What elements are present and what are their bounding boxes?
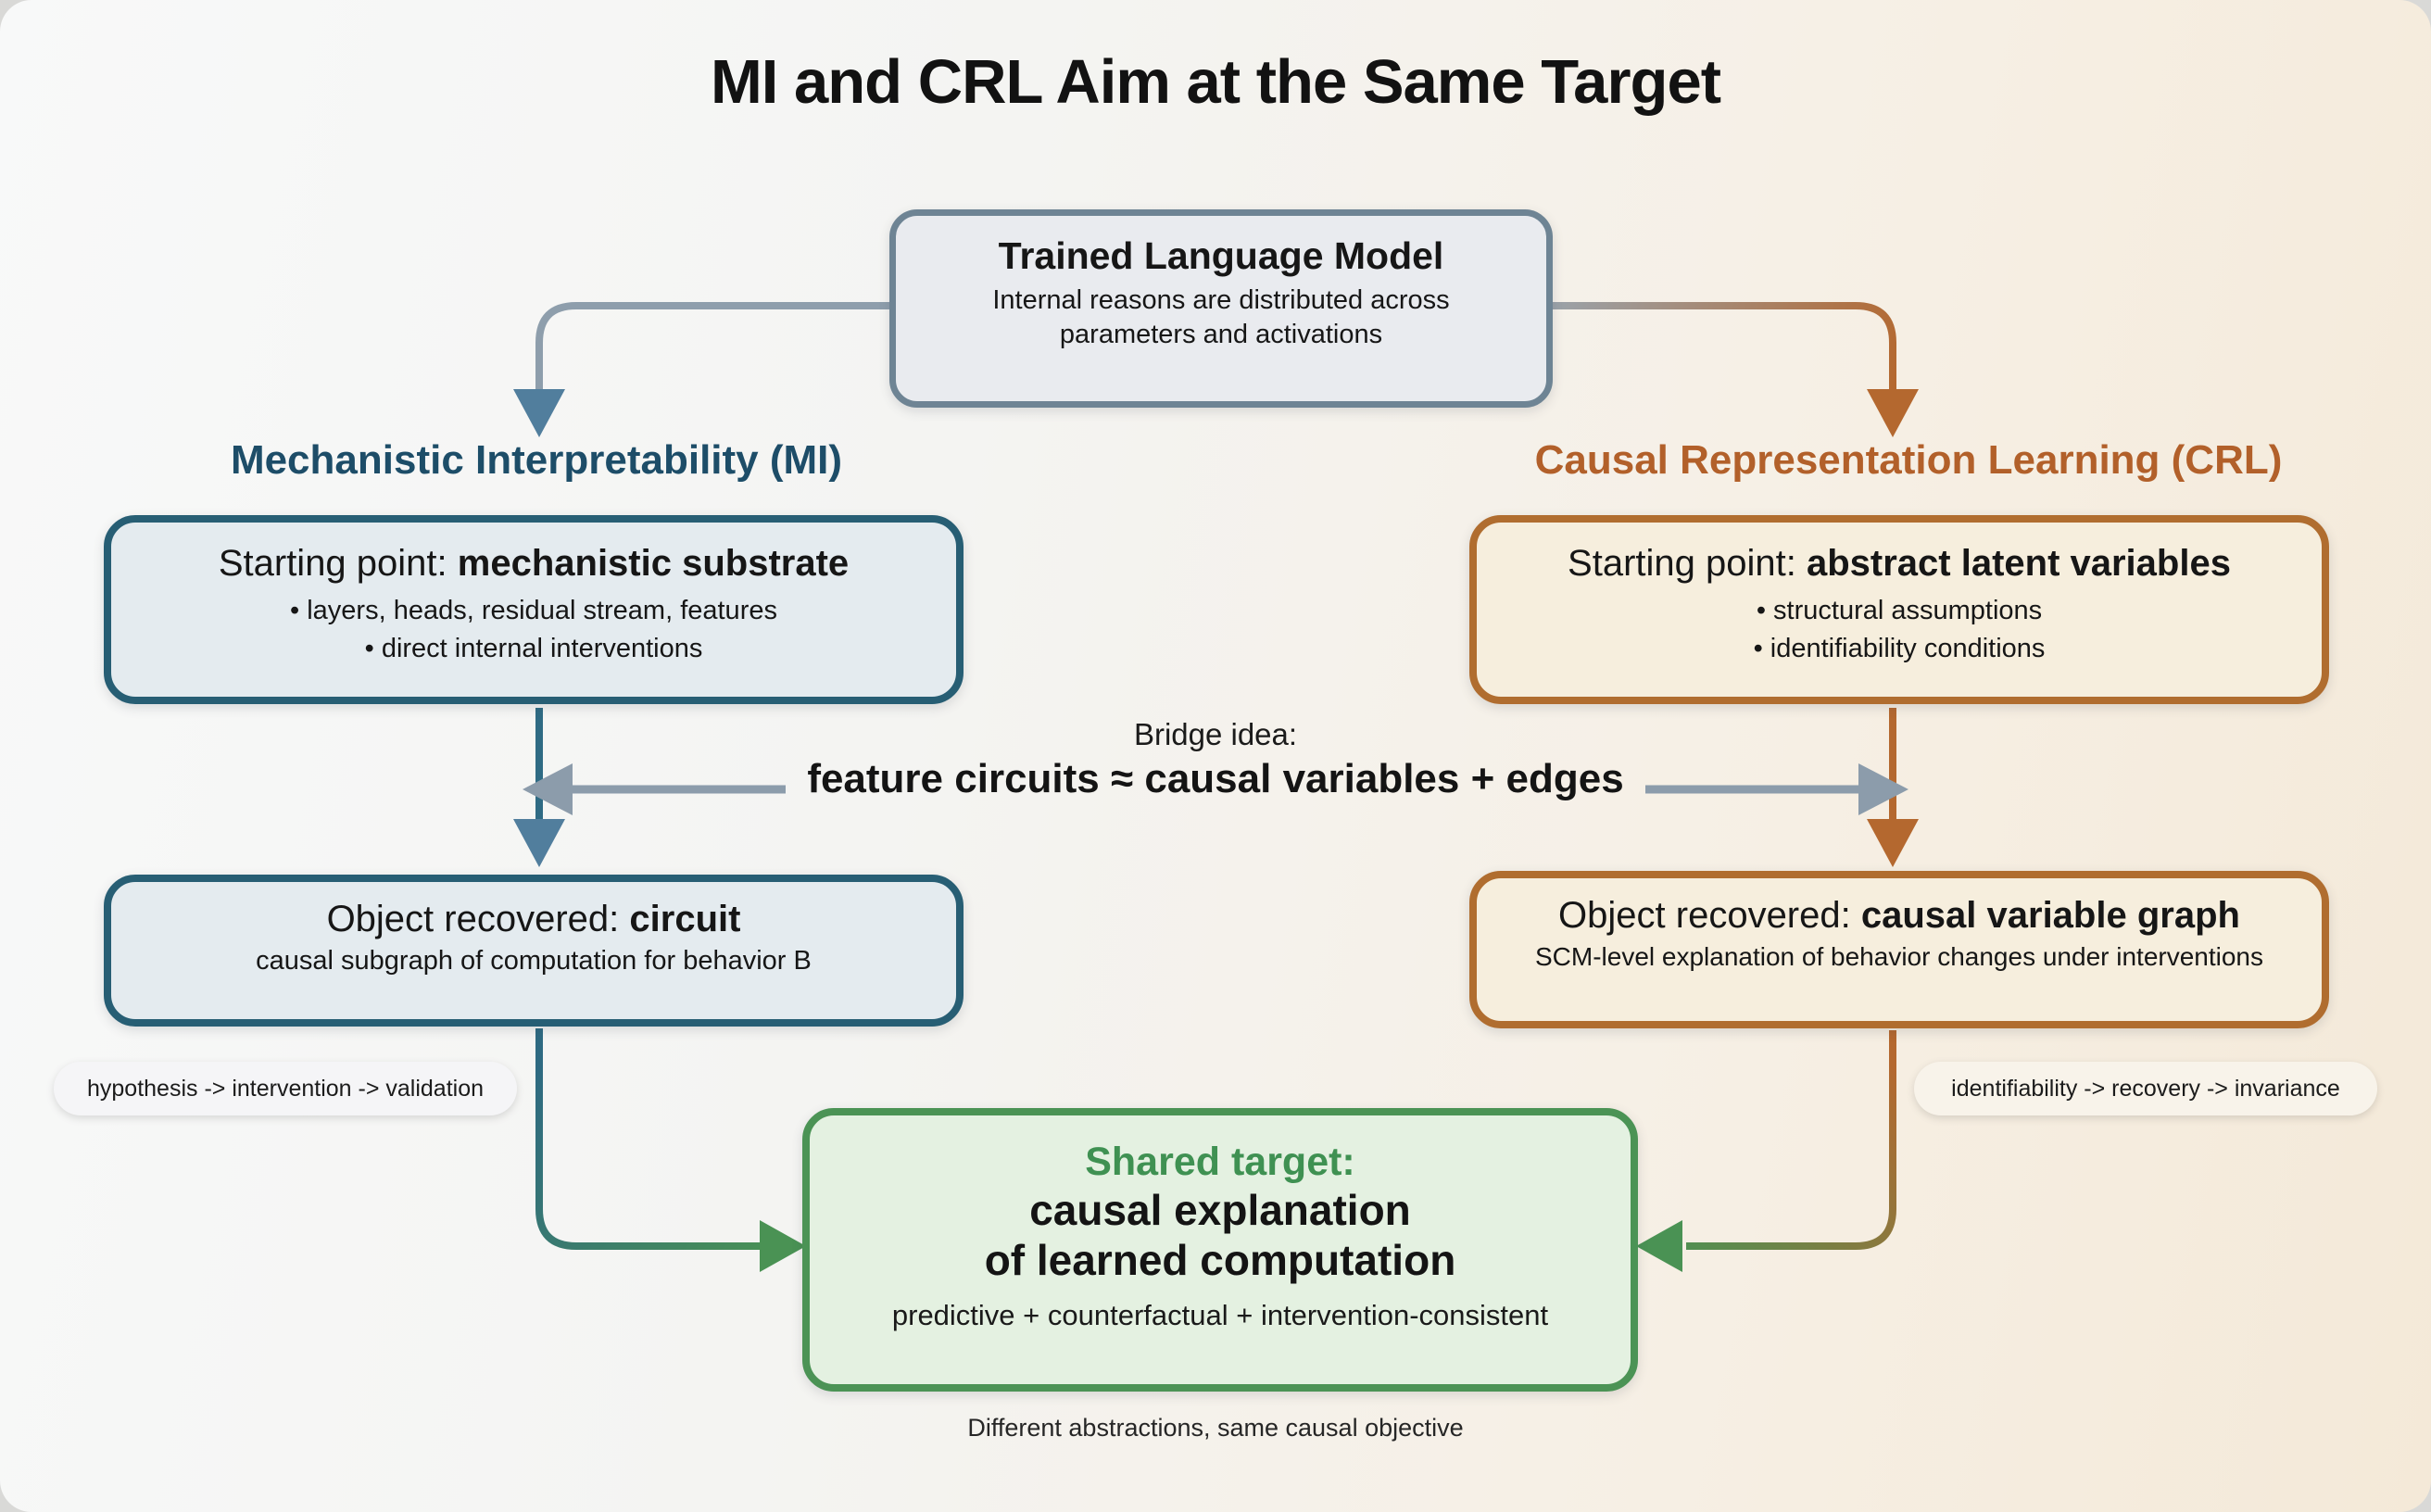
crl-object-recovered-box: Object recovered: causal variable graph … [1469, 871, 2329, 1028]
crl-object-emphasis: causal variable graph [1860, 895, 2240, 936]
arrowhead-mi-to-shared [760, 1220, 806, 1272]
arrowhead-crl-start-to-object [1867, 819, 1919, 867]
crl-start-emphasis: abstract latent variables [1806, 543, 2231, 584]
mi-object-prefix: Object recovered: [326, 899, 630, 939]
root-box-subtitle-line2: parameters and activations [1059, 320, 1383, 350]
crl-start-line: Starting point: abstract latent variable… [1477, 543, 2322, 585]
crl-object-subtitle: SCM-level explanation of behavior change… [1534, 942, 2264, 971]
crl-starting-point-box: Starting point: abstract latent variable… [1469, 515, 2329, 704]
mi-start-emphasis: mechanistic substrate [457, 543, 850, 584]
bridge-formula: feature circuits ≈ causal variables + ed… [807, 756, 1624, 801]
mi-method-pill: hypothesis -> intervention -> validation [54, 1062, 517, 1115]
mi-start-prefix: Starting point: [218, 543, 458, 584]
mi-start-bullets: layers, heads, residual stream, features… [111, 592, 956, 668]
crl-heading: Causal Representation Learning (CRL) [1534, 437, 2283, 483]
mi-start-bullet-1: layers, heads, residual stream, features [111, 592, 956, 630]
crl-start-bullet-1: structural assumptions [1477, 592, 2322, 630]
page-title: MI and CRL Aim at the Same Target [710, 47, 1721, 117]
arrow-root-to-crl [1547, 302, 1896, 393]
arrow-root-to-mi [535, 302, 893, 393]
crl-object-line: Object recovered: causal variable graph [1477, 895, 2322, 937]
root-box-title: Trained Language Model [998, 234, 1444, 277]
mi-object-recovered-box: Object recovered: circuit causal subgrap… [104, 875, 964, 1027]
crl-start-prefix: Starting point: [1568, 543, 1807, 584]
shared-target-heading: Shared target: [1085, 1140, 1355, 1184]
shared-target-subtitle: predictive + counterfactual + interventi… [891, 1298, 1549, 1331]
mi-starting-point-box: Starting point: mechanistic substrate la… [104, 515, 964, 704]
arrowhead-mi-start-to-object [513, 819, 565, 867]
root-box-subtitle: Internal reasons are distributed across … [896, 284, 1546, 352]
mi-heading: Mechanistic Interpretability (MI) [230, 437, 843, 483]
mi-start-bullet-2: direct internal interventions [111, 630, 956, 668]
arrowhead-root-to-mi [513, 389, 565, 437]
mi-object-line: Object recovered: circuit [111, 899, 956, 940]
arrowhead-root-to-crl [1867, 389, 1919, 437]
arrow-mi-to-shared [535, 1028, 763, 1250]
shared-target-box: Shared target: causal explanation of lea… [802, 1108, 1638, 1392]
mi-object-emphasis: circuit [629, 899, 741, 939]
mi-object-subtitle: causal subgraph of computation for behav… [256, 946, 812, 976]
crl-start-bullet-2: identifiability conditions [1477, 630, 2322, 668]
crl-object-prefix: Object recovered: [1558, 895, 1861, 936]
mi-start-line: Starting point: mechanistic substrate [111, 543, 956, 585]
trained-language-model-box: Trained Language Model Internal reasons … [889, 209, 1553, 408]
footer-caption: Different abstractions, same causal obje… [967, 1414, 1464, 1442]
shared-target-line2: of learned computation [984, 1236, 1456, 1285]
root-box-subtitle-line1: Internal reasons are distributed across [992, 285, 1450, 315]
arrowhead-crl-to-shared [1636, 1220, 1682, 1272]
shared-target-line1: causal explanation [1029, 1186, 1411, 1234]
bridge-label: Bridge idea: [1133, 717, 1298, 751]
crl-method-pill: identifiability -> recovery -> invarianc… [1914, 1062, 2377, 1115]
crl-start-bullets: structural assumptions identifiability c… [1477, 592, 2322, 668]
arrow-crl-to-shared [1686, 1030, 1896, 1250]
